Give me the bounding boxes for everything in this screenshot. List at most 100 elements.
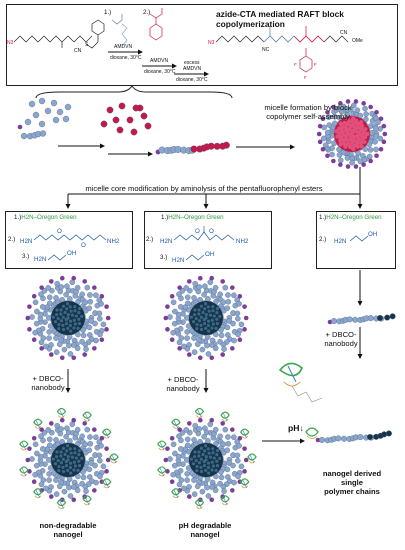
monomer-1-structure <box>111 14 128 47</box>
core-bead <box>73 305 77 309</box>
corona-bead <box>336 152 343 158</box>
core-bead <box>212 456 216 460</box>
chain-terminal <box>381 139 387 145</box>
nanobody-icon <box>194 407 205 418</box>
chain-terminal <box>242 446 247 451</box>
core-bead <box>193 450 197 454</box>
chain-terminal <box>325 109 330 115</box>
core-bead <box>63 310 67 315</box>
chain-terminal <box>165 327 170 332</box>
corona-bead <box>235 473 241 480</box>
core-bead <box>351 116 356 121</box>
blue-monomer <box>52 116 60 124</box>
nanobody-icon <box>109 453 119 464</box>
corona-bead <box>67 351 74 357</box>
blue-monomer <box>64 103 72 111</box>
corona-bead <box>194 341 201 348</box>
corona-bead <box>32 299 39 306</box>
corona-bead <box>183 285 190 291</box>
red-monomer <box>106 106 114 114</box>
core-bead <box>204 455 208 459</box>
core-bead <box>362 139 367 145</box>
corona-bead <box>32 329 38 336</box>
chain-terminal <box>92 285 97 290</box>
nanobody-loop <box>221 418 229 422</box>
corona-bead <box>184 436 191 443</box>
core-bead <box>343 128 348 133</box>
nanobody-loop <box>158 473 166 477</box>
chain-terminal <box>104 446 109 451</box>
conjugate-terminal <box>315 437 321 443</box>
core-bead <box>77 453 81 457</box>
corona-bead <box>218 332 225 339</box>
corona-bead <box>170 471 176 478</box>
box-left-dye: H2N–Oregon Green <box>21 214 77 221</box>
chain-terminal <box>99 293 105 299</box>
core-bead <box>199 469 204 474</box>
box-left-oh: OH <box>67 250 77 257</box>
core-bead <box>61 446 66 450</box>
nanobody-icon <box>247 453 257 464</box>
nanobody-loop <box>221 502 229 506</box>
box-right-step1-num: 1.) <box>319 214 327 221</box>
reaction-arrows <box>108 49 209 77</box>
corona-bead <box>238 321 245 328</box>
core-bead <box>193 455 197 459</box>
chain-terminal <box>331 158 336 164</box>
core-bead <box>55 308 59 312</box>
chain-terminal <box>165 304 170 309</box>
corona-bead <box>184 300 191 307</box>
corona-bead <box>225 292 231 298</box>
chain-terminal <box>230 346 235 351</box>
core-bead <box>359 144 364 149</box>
corona-bead <box>92 462 98 469</box>
core-bead <box>210 468 214 472</box>
core-bead <box>77 307 82 311</box>
nanobody-strand <box>247 453 257 461</box>
blue-monomer <box>44 107 52 115</box>
core-bead <box>215 322 220 326</box>
box-mid-dye: H2N–Oregon Green <box>168 214 224 221</box>
core-bead <box>197 461 202 465</box>
core-bead <box>338 142 343 147</box>
corona-bead <box>224 447 231 454</box>
corona-bead <box>362 146 369 152</box>
corona-bead <box>181 343 187 350</box>
chain-terminal <box>242 469 247 474</box>
corona-bead <box>350 102 357 109</box>
chain-terminal <box>345 99 351 104</box>
core-bead <box>65 449 69 453</box>
corona-bead <box>191 349 198 355</box>
corona-bead <box>204 484 210 491</box>
svg-text:F: F <box>304 75 307 80</box>
core-bead <box>66 326 70 330</box>
core-bead <box>66 468 70 472</box>
red-monomer <box>130 128 138 136</box>
box-left-step2-num: 2.) <box>8 236 16 243</box>
chain-terminal <box>316 131 322 137</box>
core-bead <box>355 140 360 145</box>
core-bead <box>199 315 203 319</box>
core-bead <box>59 312 63 316</box>
amdvn-2: AMDVN <box>150 58 169 64</box>
chain-terminal <box>105 315 111 321</box>
corona-bead <box>196 426 203 432</box>
nanobody-loop <box>103 485 111 489</box>
corona-bead <box>66 342 72 349</box>
chain-terminal <box>27 446 32 451</box>
corona-bead <box>79 291 85 298</box>
corona-bead <box>212 345 219 352</box>
core-bead <box>358 119 364 125</box>
core-bead <box>215 317 219 321</box>
chain-terminal <box>104 304 109 309</box>
corona-bead <box>179 288 186 294</box>
corona-bead <box>218 469 224 475</box>
nanobody-loop <box>196 506 203 509</box>
core-bead <box>346 117 351 123</box>
corona-bead <box>184 442 191 449</box>
core-bead <box>77 322 82 326</box>
core-bead <box>195 464 199 469</box>
reagent-box-right <box>316 211 396 269</box>
